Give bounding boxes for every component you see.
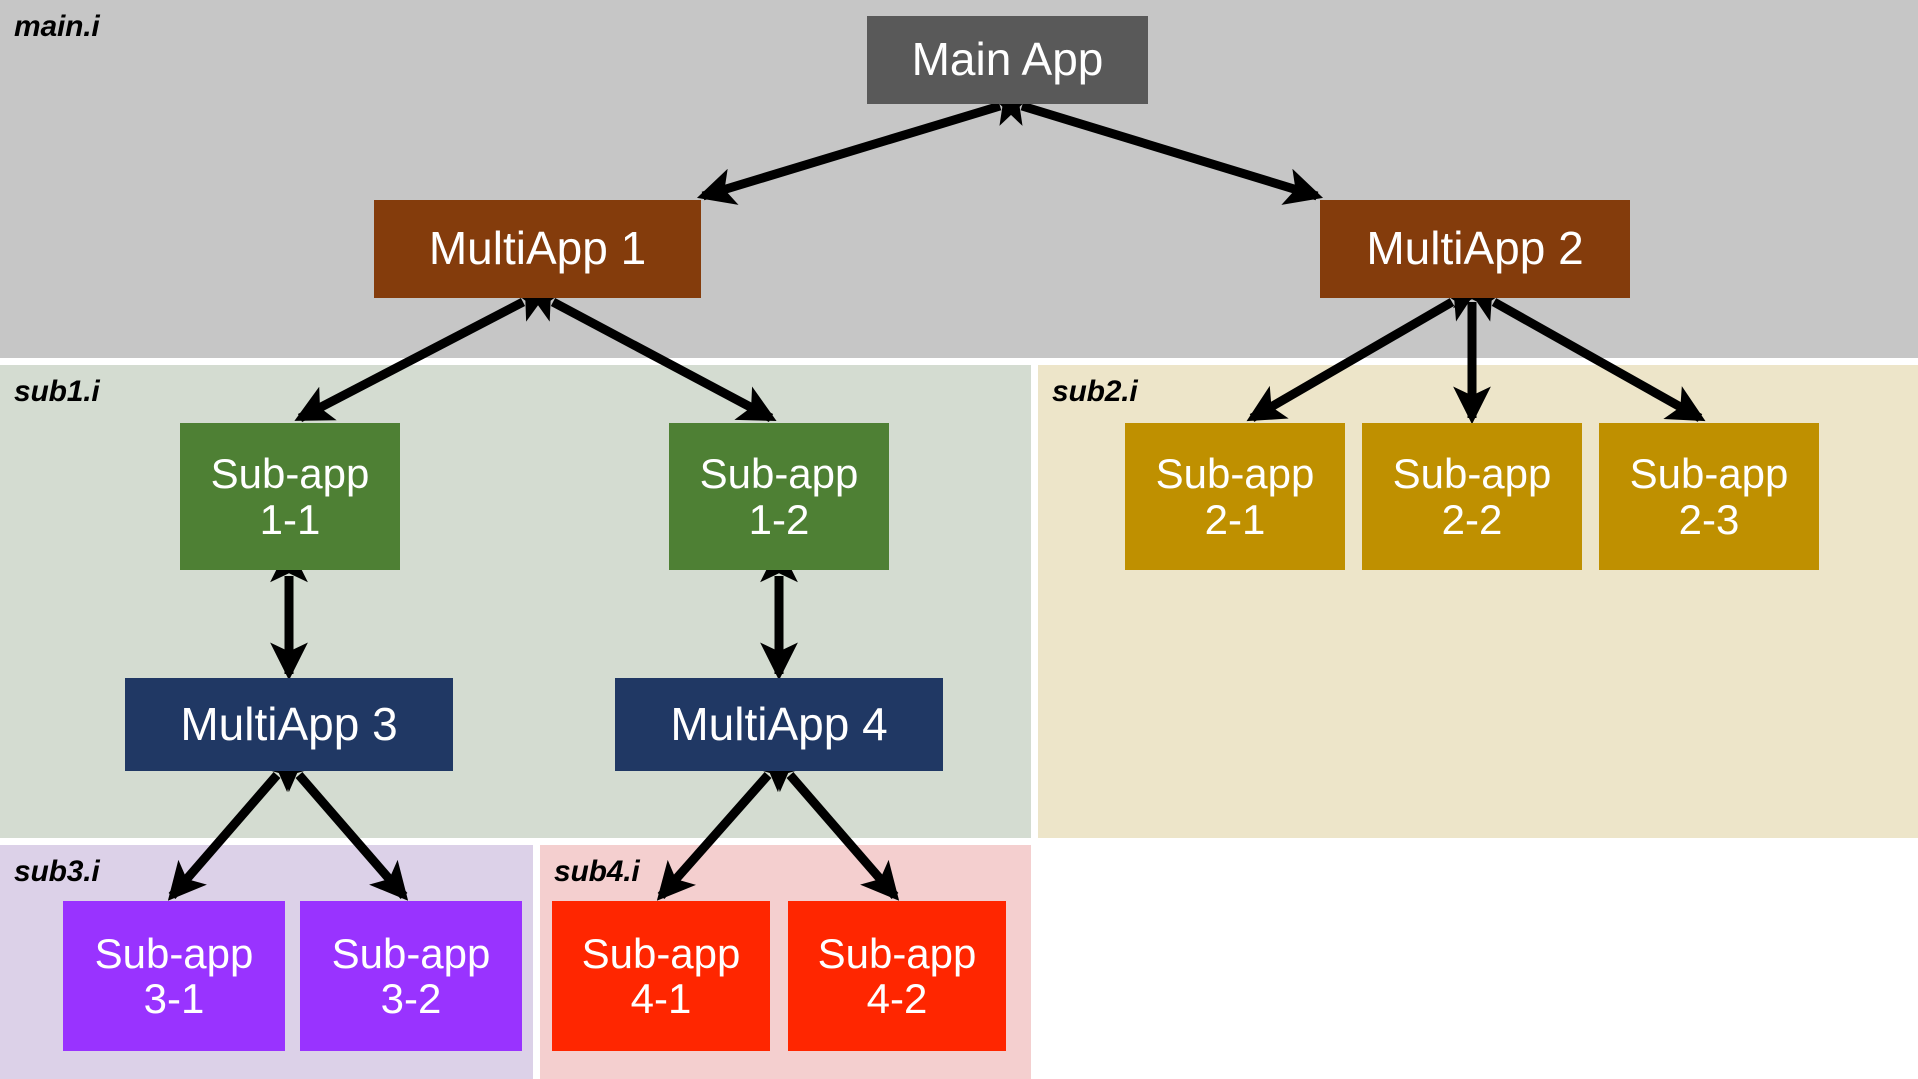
region-label-sub4: sub4.i	[554, 855, 640, 888]
node-sub-app-1-1[interactable]: Sub-app 1-1	[180, 423, 400, 570]
node-multiapp-4[interactable]: MultiApp 4	[615, 678, 943, 771]
node-label-sub-app-1-1: Sub-app 1-1	[210, 450, 370, 543]
region-label-sub3: sub3.i	[14, 855, 100, 888]
region-label-sub2: sub2.i	[1052, 375, 1138, 408]
node-label-sub-app-2-3: Sub-app 2-3	[1629, 450, 1789, 543]
node-label-multiapp-4: MultiApp 4	[670, 697, 888, 750]
node-label-sub-app-2-2: Sub-app 2-2	[1392, 450, 1552, 543]
node-label-sub-app-2-1: Sub-app 2-1	[1155, 450, 1315, 543]
node-sub-app-1-2[interactable]: Sub-app 1-2	[669, 423, 889, 570]
region-label-main: main.i	[14, 10, 100, 43]
region-label-sub1: sub1.i	[14, 375, 100, 408]
node-label-sub-app-4-1: Sub-app 4-1	[581, 929, 741, 1022]
node-label-sub-app-3-1: Sub-app 3-1	[94, 929, 254, 1022]
node-sub-app-2-1[interactable]: Sub-app 2-1	[1125, 423, 1345, 570]
node-sub-app-3-2[interactable]: Sub-app 3-2	[300, 901, 522, 1051]
node-label-sub-app-1-2: Sub-app 1-2	[699, 450, 859, 543]
node-main-app[interactable]: Main App	[867, 16, 1148, 104]
node-multiapp-2[interactable]: MultiApp 2	[1320, 200, 1630, 298]
node-sub-app-2-3[interactable]: Sub-app 2-3	[1599, 423, 1819, 570]
node-sub-app-2-2[interactable]: Sub-app 2-2	[1362, 423, 1582, 570]
node-sub-app-4-1[interactable]: Sub-app 4-1	[552, 901, 770, 1051]
node-sub-app-4-2[interactable]: Sub-app 4-2	[788, 901, 1006, 1051]
node-label-sub-app-3-2: Sub-app 3-2	[331, 929, 491, 1022]
node-label-multiapp-3: MultiApp 3	[180, 697, 398, 750]
node-label-main-app: Main App	[911, 33, 1104, 86]
node-multiapp-1[interactable]: MultiApp 1	[374, 200, 701, 298]
node-multiapp-3[interactable]: MultiApp 3	[125, 678, 453, 771]
node-label-multiapp-1: MultiApp 1	[428, 222, 647, 275]
node-label-multiapp-2: MultiApp 2	[1366, 222, 1584, 275]
node-sub-app-3-1[interactable]: Sub-app 3-1	[63, 901, 285, 1051]
node-label-sub-app-4-2: Sub-app 4-2	[817, 929, 977, 1022]
